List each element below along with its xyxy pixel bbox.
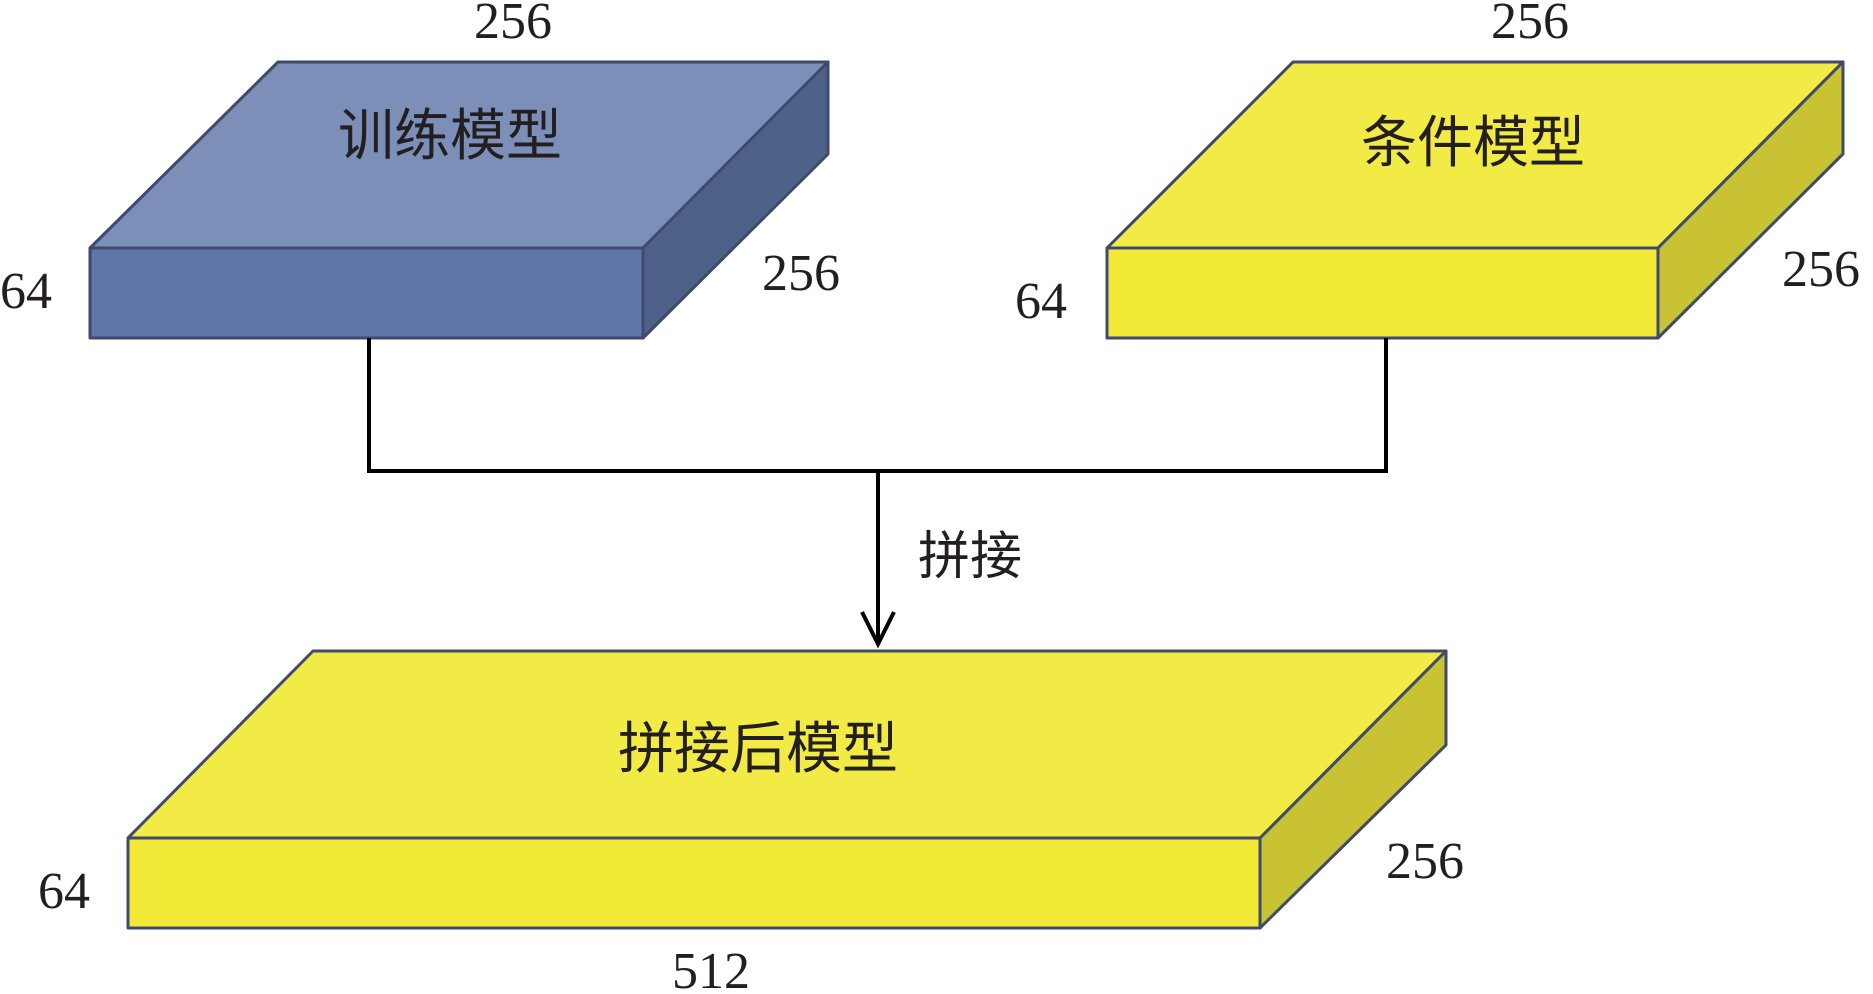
training-block-front-face <box>88 246 645 340</box>
concatenate-label: 拼接 <box>918 527 1022 587</box>
merged-block-front-face <box>126 836 1262 930</box>
condition-block-front-face <box>1105 246 1660 340</box>
arrowhead <box>860 611 896 649</box>
condition-top-dimension: 256 <box>1491 0 1569 50</box>
connector-right-line <box>878 338 1388 473</box>
condition-model-block: 条件模型 256 64 256 <box>1015 0 1860 340</box>
connector-left-line <box>367 338 878 473</box>
concatenation-connector: 拼接 <box>367 338 1388 649</box>
merged-bottom-dimension: 512 <box>672 943 750 994</box>
condition-right-dimension: 256 <box>1782 241 1860 298</box>
merged-right-dimension: 256 <box>1386 833 1464 890</box>
training-top-dimension: 256 <box>474 0 552 50</box>
training-right-dimension: 256 <box>762 245 840 302</box>
merged-block-label: 拼接后模型 <box>618 717 898 782</box>
condition-block-label: 条件模型 <box>1361 111 1585 176</box>
training-model-block: 训练模型 256 64 256 <box>0 0 840 340</box>
merged-left-dimension: 64 <box>38 863 90 920</box>
training-left-dimension: 64 <box>0 263 52 320</box>
training-block-label: 训练模型 <box>338 104 562 169</box>
condition-left-dimension: 64 <box>1015 273 1067 330</box>
merged-model-block: 拼接后模型 64 256 512 <box>38 649 1464 994</box>
